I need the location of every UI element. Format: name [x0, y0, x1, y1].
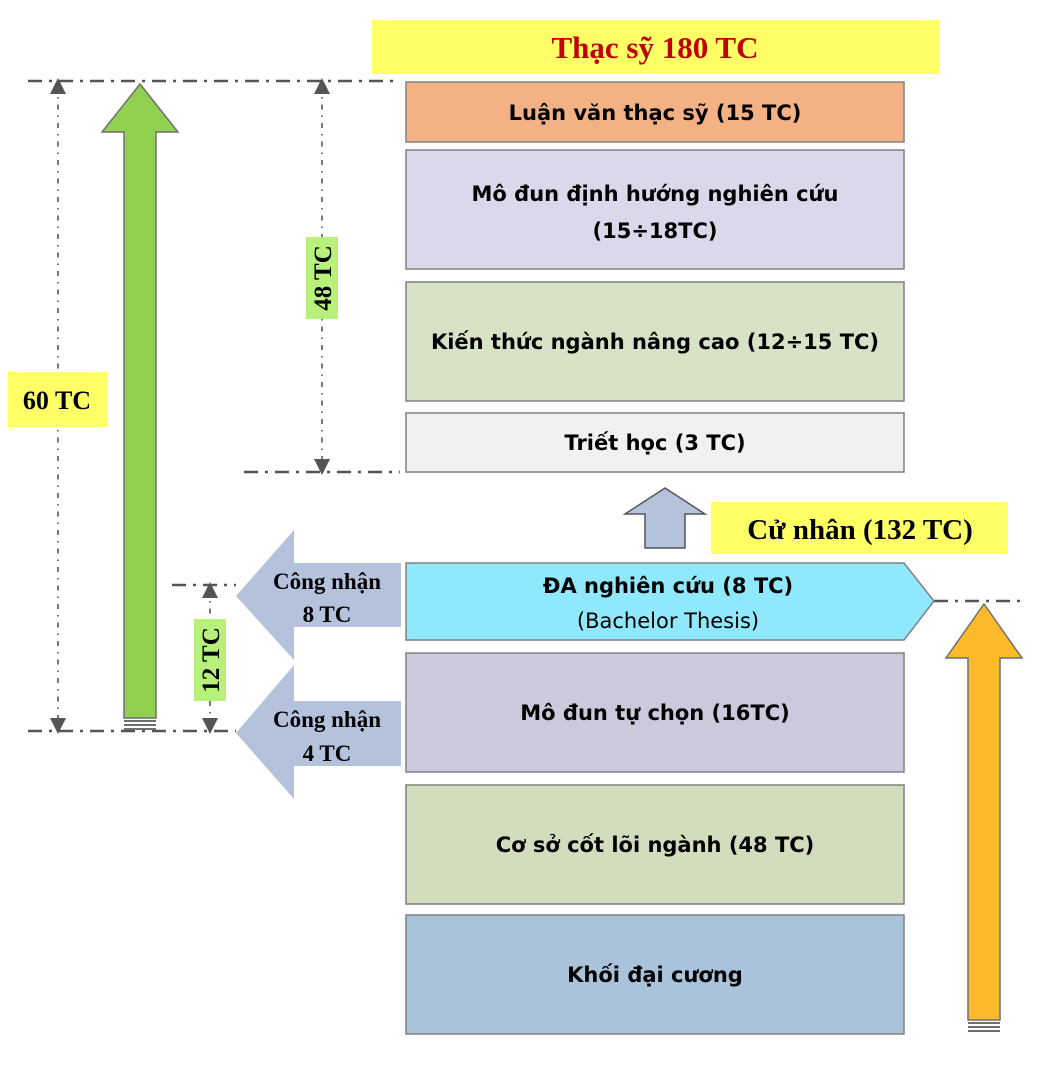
block-elective-module-label: Mô đun tự chọn (16TC): [520, 701, 789, 725]
block-advanced-knowledge: [405, 281, 905, 402]
block-advanced-knowledge-label: Kiến thức ngành nâng cao (12÷15 TC): [431, 330, 879, 354]
recognized-credits-label: 12 TC: [198, 627, 225, 693]
recognition-arrow-8tc: [236, 530, 401, 660]
block-bachelor-thesis-label-1: ĐA nghiên cứu (8 TC): [543, 574, 793, 598]
recognized-credits-highlight: [194, 619, 226, 701]
block-philosophy-label: Triết học (3 TC): [564, 431, 745, 455]
bachelor-title: Cử nhân (132 TC): [747, 514, 973, 546]
block-general-education: [405, 914, 905, 1035]
master-part-label: 48 TC: [310, 245, 337, 311]
recognition-arrow-4tc: [236, 665, 401, 799]
blue-up-arrow: [622, 487, 708, 549]
orange-up-arrow: [944, 602, 1024, 1032]
total-credits-highlight: [8, 372, 107, 427]
block-elective-module: [405, 652, 905, 773]
block-general-education-label: Khối đại cương: [567, 963, 743, 987]
block-research-module-label-1: Mô đun định hướng nghiên cứu: [472, 182, 839, 206]
block-bachelor-thesis-label-2: (Bachelor Thesis): [577, 609, 759, 633]
recognition-8tc-label-2: 8 TC: [303, 602, 352, 627]
block-master-thesis: [405, 81, 905, 143]
master-part-highlight: [306, 237, 338, 319]
bachelor-title-highlight: [711, 502, 1008, 554]
block-bachelor-thesis: [405, 562, 935, 641]
block-core-foundation: [405, 784, 905, 905]
total-credits-label: 60 TC: [23, 386, 91, 415]
master-title-highlight: [372, 20, 939, 74]
block-research-module: [405, 149, 905, 270]
block-philosophy: [405, 412, 905, 473]
recognition-4tc-label-2: 4 TC: [303, 741, 352, 766]
recognition-8tc-label-1: Công nhận: [273, 569, 381, 594]
block-core-foundation-label: Cơ sở cốt lõi ngành (48 TC): [496, 833, 815, 857]
block-master-thesis-label: Luận văn thạc sỹ (15 TC): [509, 101, 802, 125]
recognition-4tc-label-1: Công nhận: [273, 707, 381, 732]
block-research-module-label-2: (15÷18TC): [593, 219, 718, 243]
master-title: Thạc sỹ 180 TC: [552, 30, 759, 65]
green-up-arrow: [100, 82, 180, 730]
